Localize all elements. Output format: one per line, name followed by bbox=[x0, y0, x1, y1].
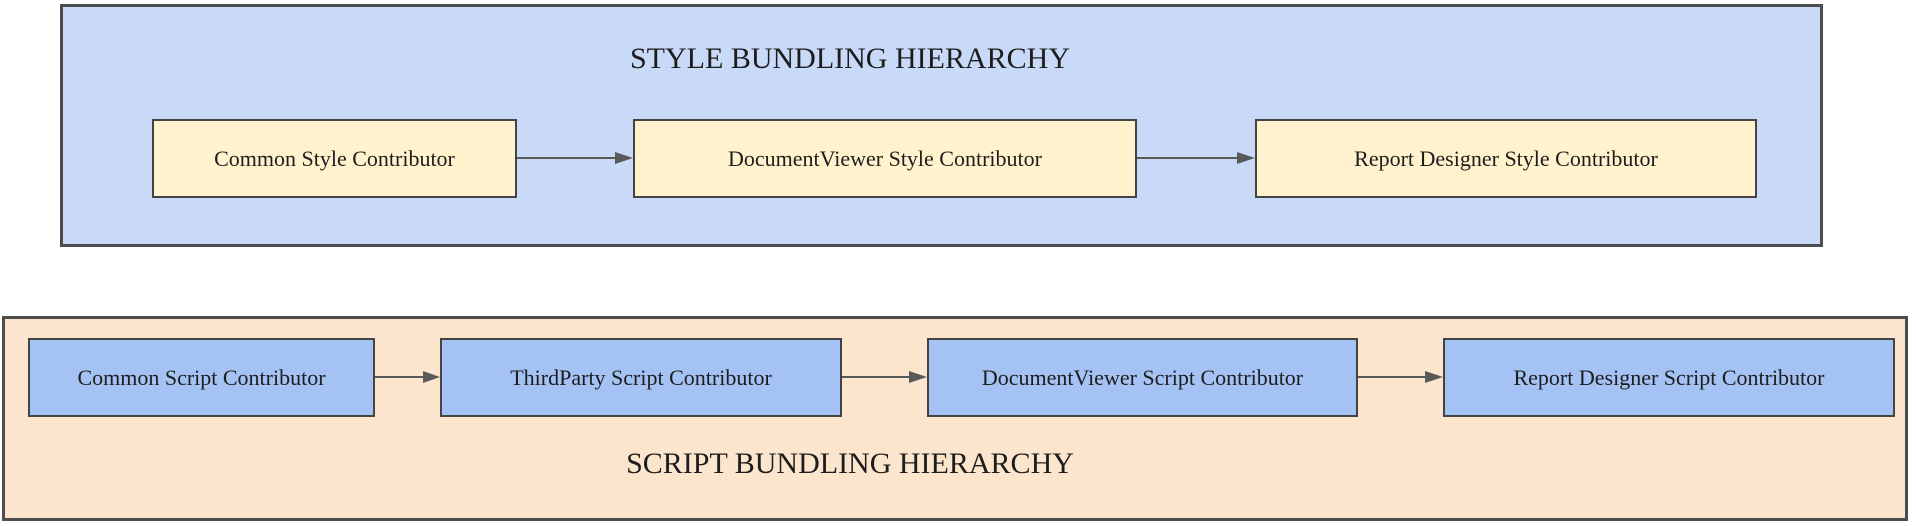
style-bundling-title: STYLE BUNDLING HIERARCHY bbox=[630, 42, 1070, 75]
right-arrow-icon bbox=[375, 371, 440, 383]
script-bundling-container: Common Script Contributor ThirdParty Scr… bbox=[2, 316, 1908, 521]
node-report-designer-script-contributor: Report Designer Script Contributor bbox=[1443, 338, 1895, 417]
node-label: Report Designer Style Contributor bbox=[1354, 145, 1658, 171]
node-label: DocumentViewer Script Contributor bbox=[981, 364, 1304, 390]
node-documentviewer-style-contributor: DocumentViewer Style Contributor bbox=[633, 119, 1137, 198]
node-label: Common Script Contributor bbox=[77, 364, 326, 390]
node-label: DocumentViewer Style Contributor bbox=[728, 145, 1042, 171]
node-label: Report Designer Script Contributor bbox=[1513, 364, 1825, 390]
node-common-style-contributor: Common Style Contributor bbox=[152, 119, 517, 198]
style-bundling-container: STYLE BUNDLING HIERARCHY Common Style Co… bbox=[60, 4, 1823, 247]
node-common-script-contributor: Common Script Contributor bbox=[28, 338, 375, 417]
right-arrow-icon bbox=[1358, 371, 1443, 383]
node-thirdparty-script-contributor: ThirdParty Script Contributor bbox=[440, 338, 842, 417]
node-report-designer-style-contributor: Report Designer Style Contributor bbox=[1255, 119, 1757, 198]
node-label: ThirdParty Script Contributor bbox=[510, 364, 772, 390]
right-arrow-icon bbox=[1137, 152, 1255, 164]
node-label: Common Style Contributor bbox=[214, 145, 455, 171]
script-bundling-title: SCRIPT BUNDLING HIERARCHY bbox=[626, 447, 1074, 480]
right-arrow-icon bbox=[517, 152, 633, 164]
right-arrow-icon bbox=[842, 371, 927, 383]
node-documentviewer-script-contributor: DocumentViewer Script Contributor bbox=[927, 338, 1358, 417]
